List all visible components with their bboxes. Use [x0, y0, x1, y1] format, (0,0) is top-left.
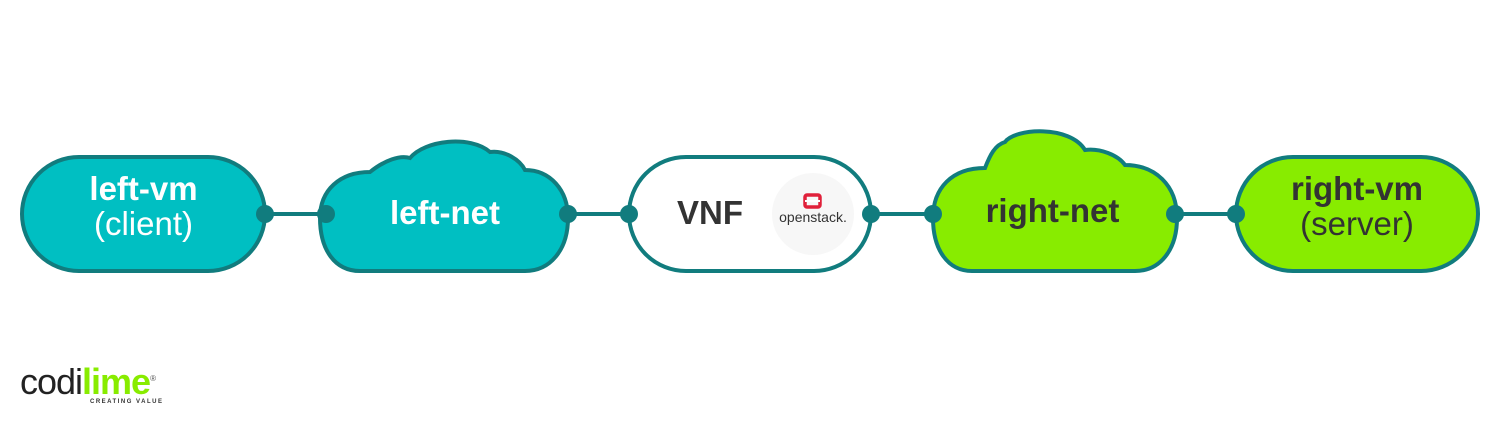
port-dot-icon — [256, 205, 274, 223]
right-vm-title: right-vm — [1291, 170, 1423, 207]
left-vm-label: left-vm (client) — [22, 170, 265, 242]
codilime-logo: codilime® CREATING VALUE — [20, 361, 164, 406]
left-net-title: left-net — [390, 194, 500, 231]
logo-text-codi: codi — [20, 361, 83, 402]
openstack-logo-icon — [803, 193, 822, 209]
port-dot-icon — [620, 205, 638, 223]
connection-dots — [256, 205, 1245, 223]
logo-tagline: CREATING VALUE — [90, 399, 164, 405]
right-vm-label: right-vm (server) — [1236, 170, 1478, 242]
left-vm-title: left-vm — [89, 170, 198, 207]
port-dot-icon — [924, 205, 942, 223]
logo-text-lime: lime — [82, 361, 151, 402]
registered-mark: ® — [150, 374, 156, 383]
right-net-title: right-net — [985, 192, 1120, 229]
port-dot-icon — [1227, 205, 1245, 223]
right-vm-subtitle: (server) — [1300, 204, 1414, 242]
left-vm-subtitle: (client) — [93, 204, 194, 242]
vnf-title: VNF — [677, 194, 743, 231]
port-dot-icon — [559, 205, 577, 223]
openstack-label: openstack. — [779, 209, 847, 225]
openstack-badge-bg — [772, 173, 854, 255]
port-dot-icon — [317, 205, 335, 223]
port-dot-icon — [1166, 205, 1184, 223]
port-dot-icon — [862, 205, 880, 223]
